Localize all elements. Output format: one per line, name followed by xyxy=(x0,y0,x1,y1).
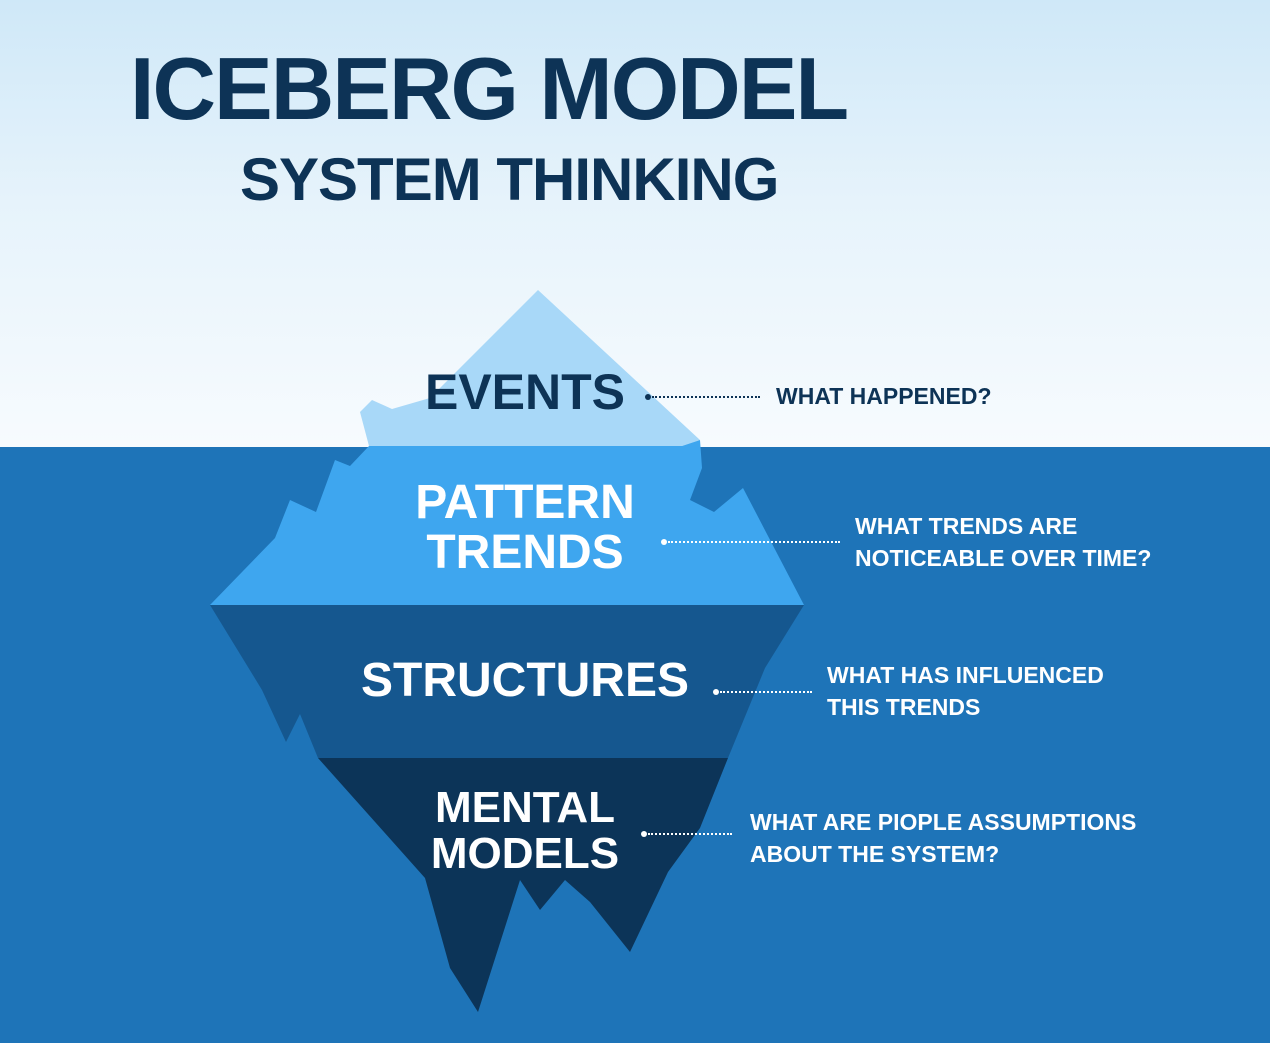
layer-question-line: WHAT TRENDS ARE xyxy=(855,513,1078,539)
layer-label-line: STRUCTURES xyxy=(360,654,689,707)
layer-question-line: WHAT HAS INFLUENCED xyxy=(827,662,1104,688)
layer-label-pattern-trends: PATTERN TRENDS xyxy=(390,476,660,580)
layer-label-mental-models: MENTAL MODELS xyxy=(405,783,645,879)
layer-label-line: MODELS xyxy=(430,829,620,879)
layer-label-line: TRENDS xyxy=(426,526,624,580)
layer-question-line: NOTICEABLE OVER TIME? xyxy=(855,545,1152,571)
connector-dot xyxy=(645,394,651,400)
page-subtitle: SYSTEM THINKING xyxy=(240,146,779,213)
layer-question-line: THIS TRENDS xyxy=(827,694,981,720)
connector-line xyxy=(720,691,812,693)
layer-question-structures: WHAT HAS INFLUENCED THIS TRENDS xyxy=(827,659,1104,723)
layer-label-line: EVENTS xyxy=(424,364,626,420)
iceberg-layer-mental-models xyxy=(318,758,728,1012)
connector-dot xyxy=(713,689,719,695)
layer-label-line: MENTAL xyxy=(434,783,616,832)
layer-question-events: WHAT HAPPENED? xyxy=(776,380,992,412)
layer-label-events: EVENTS xyxy=(400,366,650,419)
layer-question-pattern-trends: WHAT TRENDS ARE NOTICEABLE OVER TIME? xyxy=(855,510,1151,574)
connector-dot xyxy=(661,539,667,545)
iceberg-layer-events xyxy=(360,290,700,446)
layer-question-mental-models: WHAT ARE PIOPLE ASSUMPTIONS ABOUT THE SY… xyxy=(750,806,1136,870)
connector-line xyxy=(648,833,732,835)
connector-line xyxy=(668,541,840,543)
layer-label-structures: STRUCTURES xyxy=(345,654,705,707)
layer-label-line: PATTERN xyxy=(415,476,635,529)
connector-line xyxy=(652,396,760,398)
layer-question-line: WHAT HAPPENED? xyxy=(776,383,992,409)
iceberg-layer-structures xyxy=(210,605,804,758)
sky-background xyxy=(0,0,1270,447)
layer-question-line: ABOUT THE SYSTEM? xyxy=(750,841,1000,867)
connector-dot xyxy=(641,831,647,837)
page-title: ICEBERG MODEL xyxy=(130,39,849,138)
layer-question-line: WHAT ARE PIOPLE ASSUMPTIONS xyxy=(750,809,1137,835)
iceberg-layer-pattern-trends xyxy=(210,440,804,605)
